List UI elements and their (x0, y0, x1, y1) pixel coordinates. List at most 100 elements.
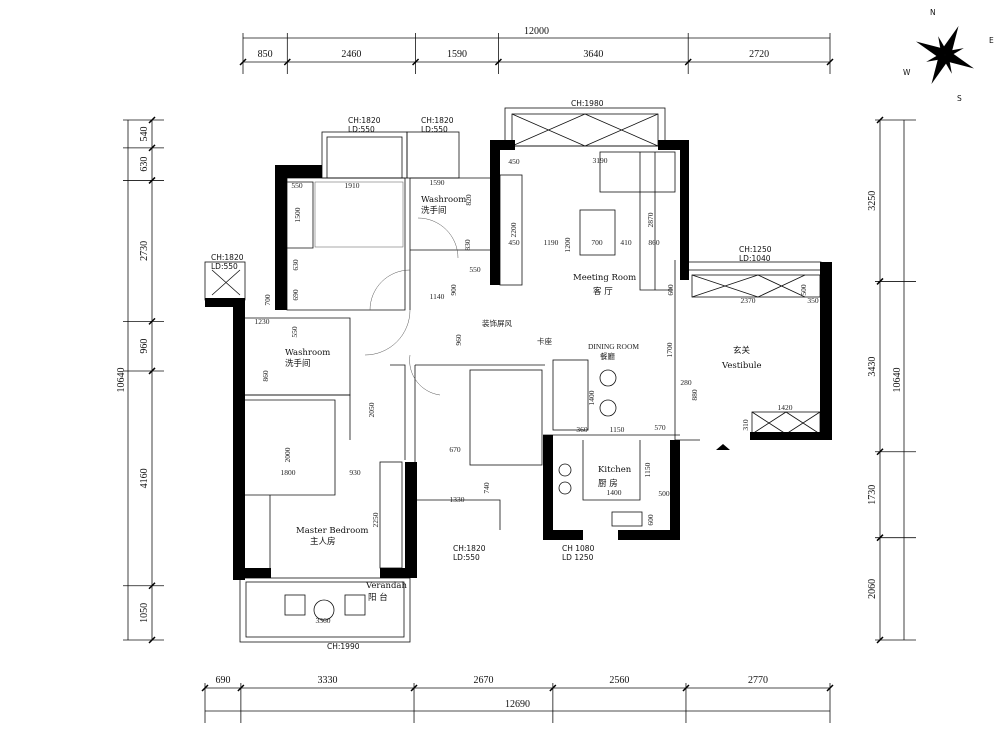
decorative-screen-label-cn: 装饰屏风 (482, 318, 512, 328)
inner-dimension-label: 1400 (607, 488, 622, 497)
inner-dimension-label: 1140 (430, 292, 445, 301)
dimension-label: 3430 (867, 357, 878, 377)
booth-label-cn: 卡座 (537, 336, 552, 346)
dimension-label: 540 (139, 126, 150, 141)
dimension-total: 12000 (524, 26, 549, 37)
washroom-top-label: Washroom (421, 195, 466, 205)
inner-dimension-label: 630 (291, 259, 300, 271)
dimension-total: 12690 (505, 699, 530, 710)
washroom-top-label-cn: 洗手间 (421, 205, 447, 216)
inner-dimension-label: 830 (463, 239, 472, 251)
dimension-label: 2770 (748, 675, 768, 686)
inner-dimension-label: 1330 (450, 495, 465, 504)
window-ld: LD:550 (453, 553, 480, 562)
inner-dimension-label: 880 (690, 389, 699, 401)
window-ld: LD 1250 (562, 553, 594, 562)
inner-dimension-label: 1700 (665, 342, 674, 357)
inner-dimension-label: 3190 (593, 156, 608, 165)
dimension-label: 2730 (139, 241, 150, 261)
compass-s: S (957, 94, 962, 103)
dimension-label: 690 (215, 675, 230, 686)
inner-dimension-label: 740 (482, 482, 491, 494)
window-ch: CH:1250 (739, 245, 772, 254)
window-ch: CH:1820 (211, 253, 244, 262)
inner-dimension-label: 310 (741, 419, 750, 431)
master-bedroom-label-cn: 主人房 (310, 536, 336, 547)
vestibule-label-cn: 玄关 (733, 345, 751, 356)
washroom-left-label: Washroom (285, 348, 330, 358)
room-labels: Washroom 洗手间 Washroom 洗手间 Meeting Room 客… (285, 195, 762, 603)
inner-dimension-label: 2250 (371, 512, 380, 527)
window-ch: CH 1080 (562, 544, 595, 553)
inner-dimension-label: 410 (620, 238, 632, 247)
dimension-label: 2670 (473, 675, 493, 686)
entrance-arrow-icon (716, 444, 730, 450)
kitchen-label: Kitchen (598, 465, 632, 475)
inner-dimension-label: 2870 (646, 212, 655, 227)
dimension-label: 2720 (749, 49, 769, 60)
dimension-label: 4160 (139, 468, 150, 488)
dimension-label: 1050 (139, 603, 150, 623)
window-ch: CH:1980 (571, 99, 604, 108)
dimension-label: 2560 (609, 675, 629, 686)
inner-dimension-label: 2200 (509, 222, 518, 237)
dimension-total: 10640 (116, 368, 127, 393)
inner-dimension-label: 600 (646, 514, 655, 526)
inner-dimension-label: 1200 (563, 237, 572, 252)
inner-dimension-label: 900 (449, 284, 458, 296)
dimension-label: 1590 (447, 49, 467, 60)
inner-dimension-label: 1150 (643, 462, 652, 477)
master-bedroom-label: Master Bedroom (296, 526, 368, 536)
inner-dimension-label: 860 (261, 370, 270, 382)
verandah-label-cn: 阳 台 (368, 592, 388, 603)
dining-room-label: DINING ROOM (588, 342, 639, 351)
compass-e: E (989, 36, 994, 45)
inner-dimension-label: 550 (291, 181, 303, 190)
compass-rose-icon: N E S W (903, 8, 994, 103)
inner-dimension-label: 2370 (741, 296, 756, 305)
dimension-label: 3250 (867, 191, 878, 211)
dimension-total: 10640 (892, 368, 903, 393)
inner-dimension-label: 600 (666, 284, 675, 296)
inner-dimension-label: 280 (680, 378, 692, 387)
dimension-label: 3640 (583, 49, 603, 60)
inner-dimension-label: 700 (263, 294, 272, 306)
inner-dimension-label: 1400 (587, 390, 596, 405)
bottom-dims-chain: 690 3330 2670 2560 2770 12690 (201, 675, 834, 723)
washroom-left-label-cn: 洗手间 (285, 358, 311, 369)
window-ch: CH:1820 (348, 116, 381, 125)
window-ld: LD:550 (211, 262, 238, 271)
vestibule-label: Vestibule (721, 361, 762, 371)
window-ld: LD:550 (421, 125, 448, 134)
inner-dimension-label: 700 (591, 238, 603, 247)
inner-dimension-label: 1500 (293, 207, 302, 222)
inner-dimension-label: 930 (349, 468, 361, 477)
window-annotations: CH:1820 LD:550 CH:1820 LD:550 CH:1820 LD… (211, 99, 772, 651)
dimension-label: 2460 (341, 49, 361, 60)
dimension-label: 960 (139, 339, 150, 354)
window-ld: LD:550 (348, 125, 375, 134)
inner-dimension-label: 1800 (281, 468, 296, 477)
dimension-label: 850 (258, 49, 273, 60)
inner-dimension-label: 2050 (367, 402, 376, 417)
inner-dimension-label: 450 (508, 157, 520, 166)
inner-dimension-label: 3360 (316, 616, 331, 625)
inner-dimension-label: 1910 (345, 181, 360, 190)
dimension-label: 3330 (317, 675, 337, 686)
verandah-label: Verandah (365, 581, 408, 591)
top-dims-chain: 850 2460 1590 3640 2720 12000 (239, 26, 834, 74)
compass-w: W (903, 68, 911, 77)
inner-dimension-label: 820 (464, 194, 473, 206)
inner-dimension-label: 450 (508, 238, 520, 247)
inner-dimension-label: 350 (807, 296, 819, 305)
inner-dimension-label: 670 (449, 445, 461, 454)
compass-n: N (930, 8, 936, 17)
inner-dimension-label: 2000 (283, 447, 292, 462)
meeting-room-label-cn: 客 厅 (593, 286, 613, 297)
dimension-label: 1730 (867, 485, 878, 505)
window-ch: CH:1820 (421, 116, 454, 125)
dimension-lines: 850 2460 1590 3640 2720 12000 690 3330 2670 2560 2… (116, 26, 916, 723)
inner-dimension-label: 550 (290, 326, 299, 338)
